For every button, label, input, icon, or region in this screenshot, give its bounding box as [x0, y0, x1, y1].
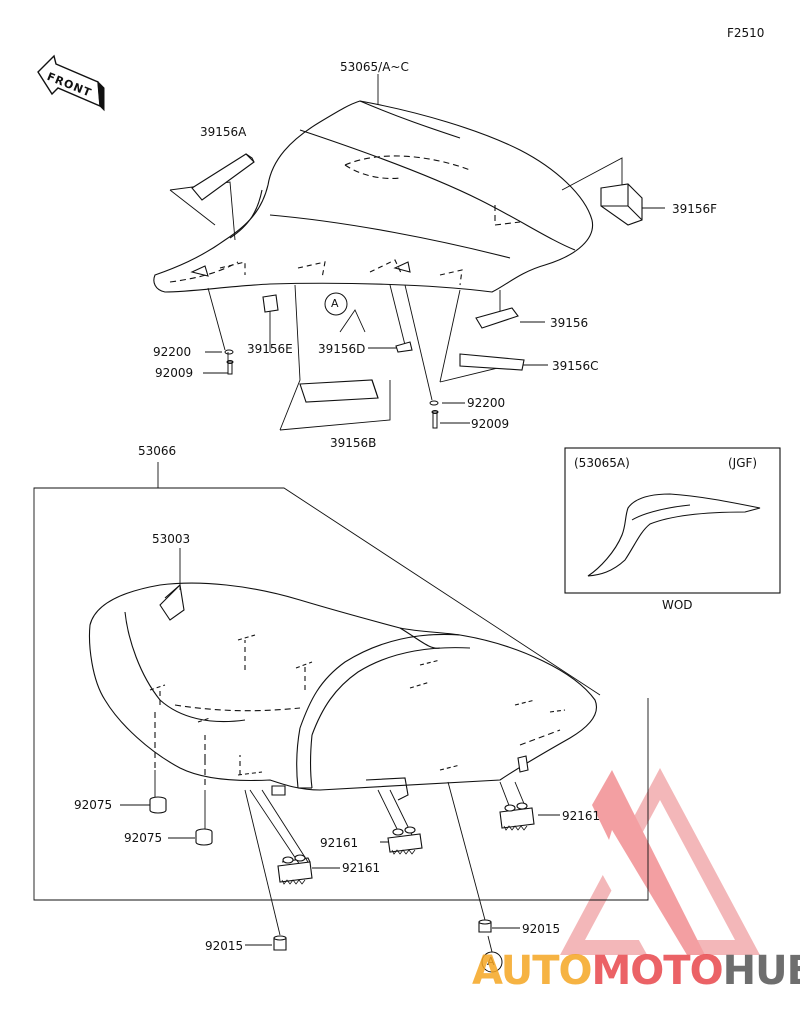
callout-a-bottom-circle	[481, 951, 503, 973]
watermark-logo: AUTOMOTOHUB	[472, 948, 800, 994]
part-label-39156e: 39156E	[247, 342, 293, 356]
watermark-triangle	[560, 768, 760, 960]
part-label-92200-left: 92200	[153, 345, 192, 359]
callout-a-top-circle	[324, 292, 348, 316]
watermark-auto: AUTO	[472, 948, 592, 994]
part-label-39156: 39156	[550, 316, 589, 330]
seat-53066	[89, 582, 597, 801]
part-label-92075-bottom: 92075	[124, 831, 163, 845]
trim-pieces-upper	[191, 153, 643, 403]
part-label-53003: 53003	[152, 532, 191, 546]
part-label-53065: 53065/A~C	[340, 60, 409, 74]
watermark-moto: MOTO	[591, 948, 724, 994]
inset-right-label: (JGF)	[728, 456, 758, 470]
part-label-92161-bottom: 92161	[342, 861, 381, 875]
inset-box	[564, 447, 781, 594]
lower-assembly-bracket	[33, 462, 649, 901]
leader-lines-lower	[120, 548, 560, 953]
part-label-39156b: 39156B	[330, 436, 377, 450]
part-label-92075-top: 92075	[74, 798, 113, 812]
part-label-92161-center: 92161	[320, 836, 359, 850]
inset-caption: WOD	[662, 598, 693, 612]
part-label-53066: 53066	[138, 444, 177, 458]
diagram-code: F2510	[727, 26, 765, 40]
part-label-39156a: 39156A	[200, 125, 247, 139]
callout-a-top: A	[331, 297, 339, 310]
part-label-39156f: 39156F	[672, 202, 718, 216]
inset-left-label: (53065A)	[574, 456, 630, 470]
part-label-92200-right: 92200	[467, 396, 506, 410]
part-label-39156d: 39156D	[318, 342, 366, 356]
hardware-lower	[149, 796, 535, 951]
front-arrow-icon	[37, 54, 105, 112]
part-label-92161-right: 92161	[562, 809, 601, 823]
screws-upper	[224, 349, 439, 429]
leader-lines-upper	[169, 74, 665, 431]
watermark-hub: HUB	[722, 948, 800, 994]
part-label-92015-left: 92015	[205, 939, 244, 953]
part-label-92015-right: 92015	[522, 922, 561, 936]
callout-a-bottom: A	[487, 955, 495, 968]
part-label-92009-right: 92009	[471, 417, 510, 431]
part-label-39156c: 39156C	[552, 359, 599, 373]
part-label-92009-left: 92009	[155, 366, 194, 380]
